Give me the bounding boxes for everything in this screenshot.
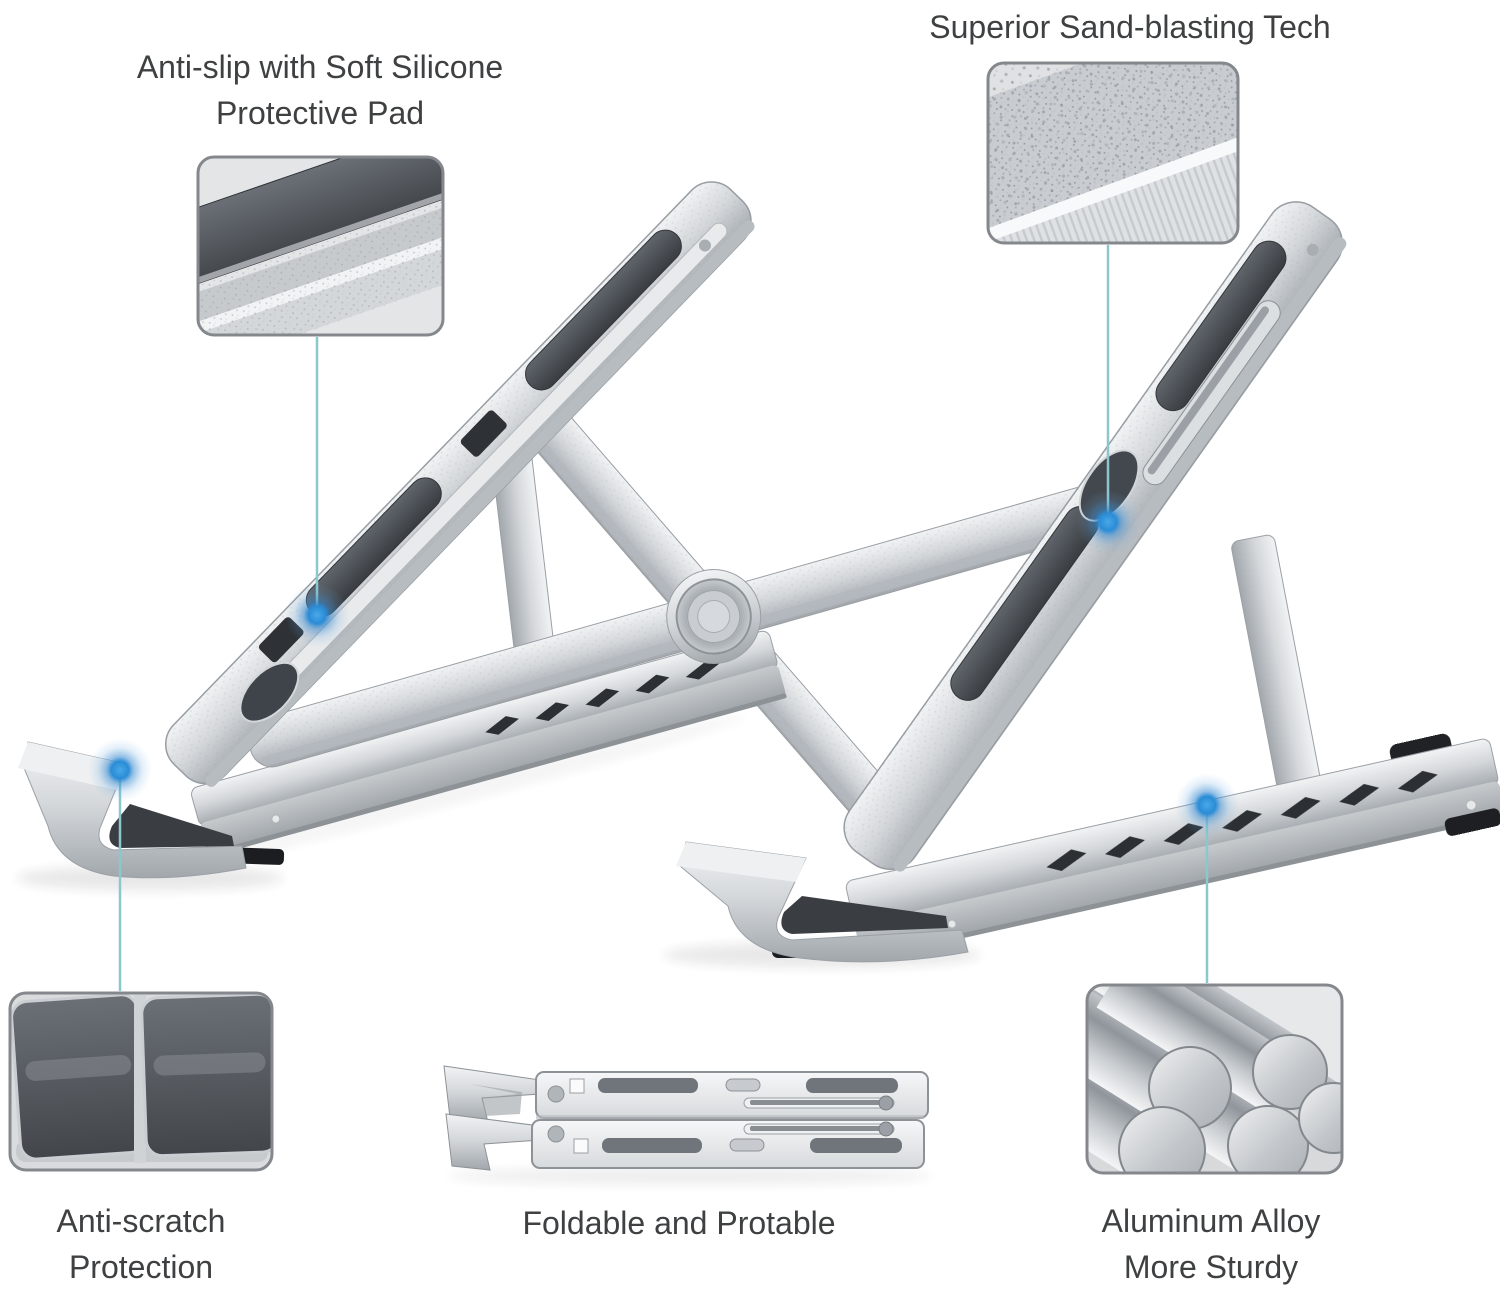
label-anti-slip: Anti-slip with Soft Silicone Protective …	[90, 44, 550, 136]
detail-inset-aluminum-alloy	[1085, 983, 1344, 1175]
detail-inset-sand-blasting	[986, 61, 1240, 245]
hook-pad-detail	[140, 993, 272, 1158]
label-anti-scratch: Anti-scratch Protection	[16, 1198, 266, 1290]
rail-adjustment-holes	[1046, 770, 1438, 872]
silicone-pad	[525, 229, 682, 391]
hinge-cap	[239, 661, 300, 723]
connector-lines	[118, 245, 1209, 991]
detail-inset-anti-slip	[196, 155, 445, 337]
foot-pad	[781, 896, 948, 934]
label-anti-slip-line2: Protective Pad	[215, 95, 425, 131]
hook-pad-detail	[10, 993, 148, 1161]
frame-hole	[460, 410, 507, 457]
silicone-pad	[1155, 240, 1287, 412]
front-cross-bar	[247, 480, 1128, 768]
center-foot-hook	[676, 841, 969, 963]
feature-dot-icon	[285, 583, 349, 647]
label-anti-scratch-line1: Anti-scratch	[56, 1203, 226, 1239]
label-aluminum-line2: More Sturdy	[1123, 1249, 1299, 1285]
right-support-strut	[1231, 534, 1321, 793]
left-foot-hook	[18, 741, 285, 879]
detail-inset-anti-scratch	[8, 991, 274, 1172]
center-hinge	[675, 578, 752, 655]
feature-dot-icon	[88, 738, 152, 802]
left-base-rail	[191, 630, 787, 857]
label-aluminum: Aluminum Alloy More Sturdy	[1036, 1198, 1386, 1290]
feature-dot-icon	[1076, 490, 1140, 554]
label-foldable: Foldable and Protable	[459, 1200, 899, 1246]
label-anti-scratch-line2: Protection	[68, 1249, 214, 1285]
foot-pad	[109, 804, 234, 848]
aluminum-rods	[1087, 985, 1342, 1173]
label-sand-blasting: Superior Sand-blasting Tech	[880, 4, 1380, 50]
feature-dot-icon	[1175, 773, 1239, 837]
rail-adjustment-holes	[485, 660, 720, 735]
label-sand-blasting-line1: Superior Sand-blasting Tech	[929, 9, 1331, 45]
label-anti-slip-line1: Anti-slip with Soft Silicone	[136, 49, 504, 85]
right-base-rail	[845, 733, 1500, 961]
label-foldable-line1: Foldable and Protable	[522, 1205, 836, 1241]
feature-dots	[88, 490, 1239, 837]
folded-stand	[443, 1065, 929, 1171]
label-aluminum-line1: Aluminum Alloy	[1101, 1203, 1321, 1239]
